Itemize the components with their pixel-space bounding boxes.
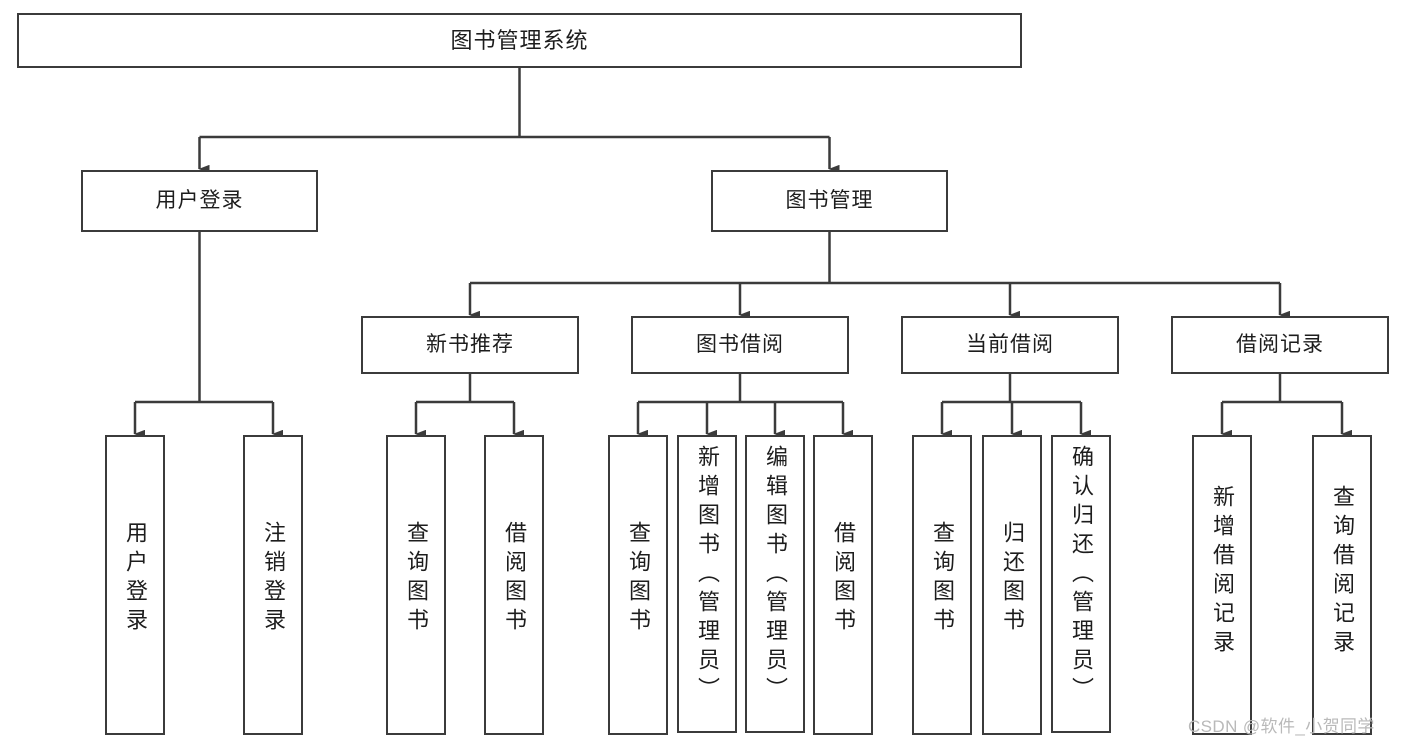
node-n-manage[interactable]: 图书管理 <box>711 170 948 232</box>
node-n-borrow[interactable]: 图书借阅 <box>631 316 849 374</box>
node-label: 查询图书 <box>929 521 955 637</box>
node-n-newbook[interactable]: 新书推荐 <box>361 316 579 374</box>
node-l-rc1[interactable]: 新增借阅记录 <box>1192 435 1252 735</box>
node-label: 查询图书 <box>625 521 651 637</box>
node-label: 归还图书 <box>999 521 1025 637</box>
node-l-br1[interactable]: 查询图书 <box>608 435 668 735</box>
node-n-login[interactable]: 用户登录 <box>81 170 318 232</box>
node-l-login1[interactable]: 用户登录 <box>105 435 165 735</box>
node-label: 借阅图书 <box>830 521 856 637</box>
node-l-rc2[interactable]: 查询借阅记录 <box>1312 435 1372 735</box>
node-label: 用户登录 <box>122 521 148 637</box>
node-label: 确认归还（管理员） <box>1068 445 1094 706</box>
node-label: 图书借阅 <box>696 332 784 356</box>
node-label: 查询借阅记录 <box>1329 485 1355 659</box>
node-l-br4[interactable]: 借阅图书 <box>813 435 873 735</box>
node-l-cu2[interactable]: 归还图书 <box>982 435 1042 735</box>
node-l-cu1[interactable]: 查询图书 <box>912 435 972 735</box>
node-root[interactable]: 图书管理系统 <box>17 13 1022 68</box>
node-l-nb2[interactable]: 借阅图书 <box>484 435 544 735</box>
node-label: 借阅记录 <box>1236 332 1324 356</box>
node-n-current[interactable]: 当前借阅 <box>901 316 1119 374</box>
node-label: 借阅图书 <box>501 521 527 637</box>
node-label: 图书管理 <box>785 188 874 212</box>
node-label: 新增借阅记录 <box>1209 485 1235 659</box>
node-label: 用户登录 <box>155 188 244 212</box>
node-l-br2[interactable]: 新增图书（管理员） <box>677 435 737 733</box>
node-l-nb1[interactable]: 查询图书 <box>386 435 446 735</box>
node-n-record[interactable]: 借阅记录 <box>1171 316 1389 374</box>
node-label: 图书管理系统 <box>450 27 589 53</box>
node-label: 当前借阅 <box>966 332 1054 356</box>
node-label: 新增图书（管理员） <box>694 445 720 706</box>
node-label: 新书推荐 <box>426 332 514 356</box>
node-l-br3[interactable]: 编辑图书（管理员） <box>745 435 805 733</box>
node-label: 编辑图书（管理员） <box>762 445 788 706</box>
node-l-login2[interactable]: 注销登录 <box>243 435 303 735</box>
node-label: 注销登录 <box>260 521 286 637</box>
node-l-cu3[interactable]: 确认归还（管理员） <box>1051 435 1111 733</box>
node-label: 查询图书 <box>403 521 429 637</box>
